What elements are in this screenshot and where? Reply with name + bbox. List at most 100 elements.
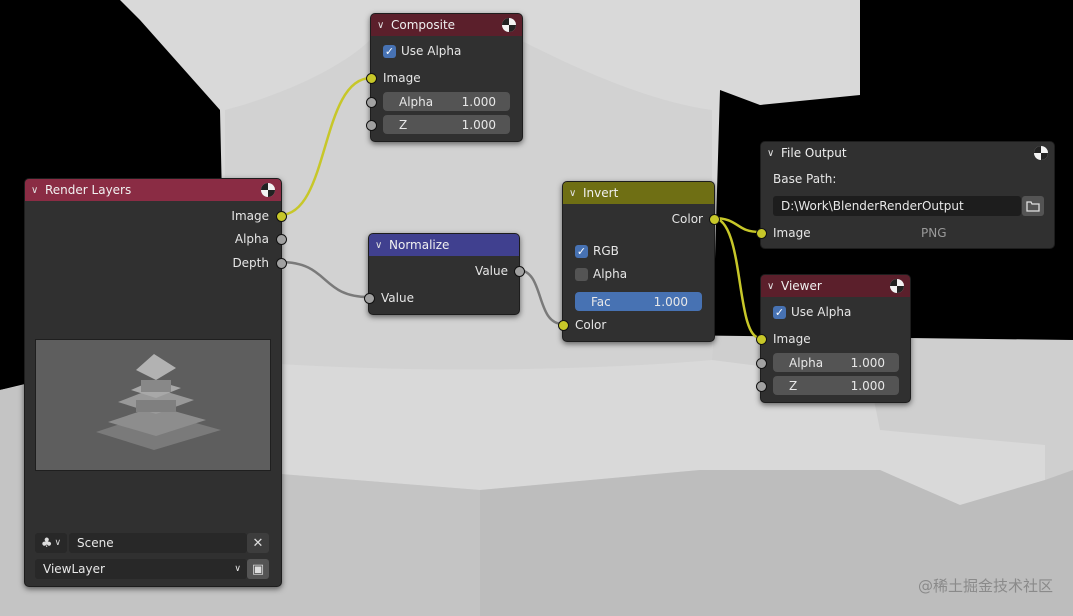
base-path-input[interactable]: D:\Work\BlenderRenderOutput: [773, 196, 1021, 216]
node-title: Composite: [391, 18, 456, 32]
composite-header[interactable]: ∨ Composite: [371, 14, 522, 36]
use-alpha-checkbox-row[interactable]: ✓ Use Alpha: [383, 41, 461, 61]
use-alpha-label: Use Alpha: [791, 305, 852, 319]
file-output-node[interactable]: ∨ File Output Base Path: D:\Work\Blender…: [756, 141, 1055, 249]
format-row: PNG: [921, 223, 947, 243]
render-layer-button[interactable]: ▣: [247, 559, 269, 579]
alpha-checkbox-row[interactable]: Alpha: [575, 264, 627, 284]
output-color-socket[interactable]: [709, 214, 720, 225]
output-color-row: Color: [563, 209, 703, 229]
scene-icon: ♣: [40, 535, 53, 551]
alpha-value: 1.000: [850, 355, 885, 370]
file-output-header[interactable]: ∨ File Output: [761, 142, 1054, 164]
pagoda-preview-image: [36, 340, 270, 470]
output-alpha-socket[interactable]: [276, 234, 287, 245]
input-image-socket[interactable]: [756, 334, 767, 345]
scene-field[interactable]: Scene: [69, 533, 247, 553]
collapse-chevron-icon[interactable]: ∨: [767, 147, 775, 159]
base-path-label: Base Path:: [773, 172, 837, 186]
output-alpha-label: Alpha: [234, 232, 269, 246]
z-label: Z: [789, 378, 798, 393]
input-color-label: Color: [575, 318, 607, 332]
use-alpha-checkbox-row[interactable]: ✓ Use Alpha: [773, 302, 851, 322]
output-image-socket[interactable]: [276, 211, 287, 222]
node-title: Viewer: [781, 279, 822, 293]
alpha-field[interactable]: Alpha 1.000: [383, 92, 510, 111]
render-layers-header[interactable]: ∨ Render Layers: [25, 179, 281, 201]
fac-label: Fac: [591, 294, 611, 309]
fac-value: 1.000: [653, 294, 688, 309]
invert-node[interactable]: ∨ Invert Color ✓ RGB Alpha Fac 1.000 Col…: [558, 181, 720, 342]
collapse-chevron-icon[interactable]: ∨: [377, 19, 385, 31]
output-value-row: Value: [369, 261, 508, 281]
collapse-chevron-icon[interactable]: ∨: [569, 187, 577, 199]
viewer-node[interactable]: ∨ Viewer ✓ Use Alpha Image Alpha 1.000 Z…: [756, 274, 911, 403]
rgb-label: RGB: [593, 244, 619, 258]
render-icon: [890, 279, 904, 293]
input-image-socket[interactable]: [756, 228, 767, 239]
alpha-field[interactable]: Alpha 1.000: [773, 353, 899, 372]
composite-node[interactable]: ∨ Composite ✓ Use Alpha Image Alpha 1.00…: [366, 13, 523, 142]
render-preview: [35, 339, 271, 471]
z-value: 1.000: [850, 378, 885, 393]
viewer-header[interactable]: ∨ Viewer: [761, 275, 910, 297]
output-alpha-row: Alpha: [25, 229, 269, 249]
input-alpha-socket[interactable]: [756, 358, 767, 369]
use-alpha-checkbox[interactable]: ✓: [383, 44, 396, 58]
z-label: Z: [399, 117, 408, 132]
render-icon: [261, 183, 275, 197]
alpha-value: 1.000: [461, 94, 496, 109]
collapse-chevron-icon[interactable]: ∨: [375, 239, 383, 251]
browse-folder-button[interactable]: [1022, 196, 1044, 216]
input-value-row: Value: [381, 288, 414, 308]
input-z-socket[interactable]: [366, 120, 377, 131]
collapse-chevron-icon[interactable]: ∨: [767, 280, 775, 292]
output-value-label: Value: [475, 264, 508, 278]
format-label: PNG: [921, 226, 947, 240]
use-alpha-label: Use Alpha: [401, 44, 462, 58]
view-layer-dropdown[interactable]: ViewLayer ∨: [35, 559, 247, 579]
z-field[interactable]: Z 1.000: [773, 376, 899, 395]
folder-icon: [1026, 201, 1040, 212]
input-image-row: Image: [383, 68, 421, 88]
normalize-node[interactable]: ∨ Normalize Value Value: [364, 233, 525, 315]
scene-clear-button[interactable]: ✕: [247, 533, 269, 553]
node-title: Render Layers: [45, 183, 132, 197]
alpha-checkbox[interactable]: [575, 267, 588, 281]
chevron-down-icon: ∨: [234, 564, 241, 574]
input-alpha-socket[interactable]: [366, 97, 377, 108]
z-field[interactable]: Z 1.000: [383, 115, 510, 134]
view-layer-name: ViewLayer: [43, 562, 105, 576]
node-title: Normalize: [389, 238, 450, 252]
output-depth-socket[interactable]: [276, 258, 287, 269]
alpha-label: Alpha: [399, 94, 434, 109]
rgb-checkbox[interactable]: ✓: [575, 244, 588, 258]
collapse-chevron-icon[interactable]: ∨: [31, 184, 39, 196]
input-image-label: Image: [383, 71, 421, 85]
use-alpha-checkbox[interactable]: ✓: [773, 305, 786, 319]
render-layers-node[interactable]: ∨ Render Layers Image Alpha Depth ♣∨ Sce…: [24, 178, 287, 587]
input-image-socket[interactable]: [366, 73, 377, 84]
scene-selector-button[interactable]: ♣∨: [35, 533, 67, 553]
render-icon: [1034, 146, 1048, 160]
watermark-text: @稀土掘金技术社区: [917, 577, 1053, 595]
output-value-socket[interactable]: [514, 266, 525, 277]
node-title: File Output: [781, 146, 847, 160]
normalize-header[interactable]: ∨ Normalize: [369, 234, 519, 256]
alpha-label: Alpha: [593, 267, 628, 281]
input-value-label: Value: [381, 291, 414, 305]
input-value-socket[interactable]: [364, 293, 375, 304]
alpha-label: Alpha: [789, 355, 824, 370]
input-color-row: Color: [575, 315, 606, 335]
output-image-label: Image: [231, 209, 269, 223]
input-z-socket[interactable]: [756, 381, 767, 392]
fac-field[interactable]: Fac 1.000: [575, 292, 702, 311]
rgb-checkbox-row[interactable]: ✓ RGB: [575, 241, 619, 261]
input-image-label: Image: [773, 226, 811, 240]
scene-name: Scene: [77, 536, 114, 550]
input-image-row: Image: [773, 223, 811, 243]
render-icon: [502, 18, 516, 32]
output-color-label: Color: [671, 212, 703, 226]
invert-header[interactable]: ∨ Invert: [563, 182, 714, 204]
input-color-socket[interactable]: [558, 320, 569, 331]
